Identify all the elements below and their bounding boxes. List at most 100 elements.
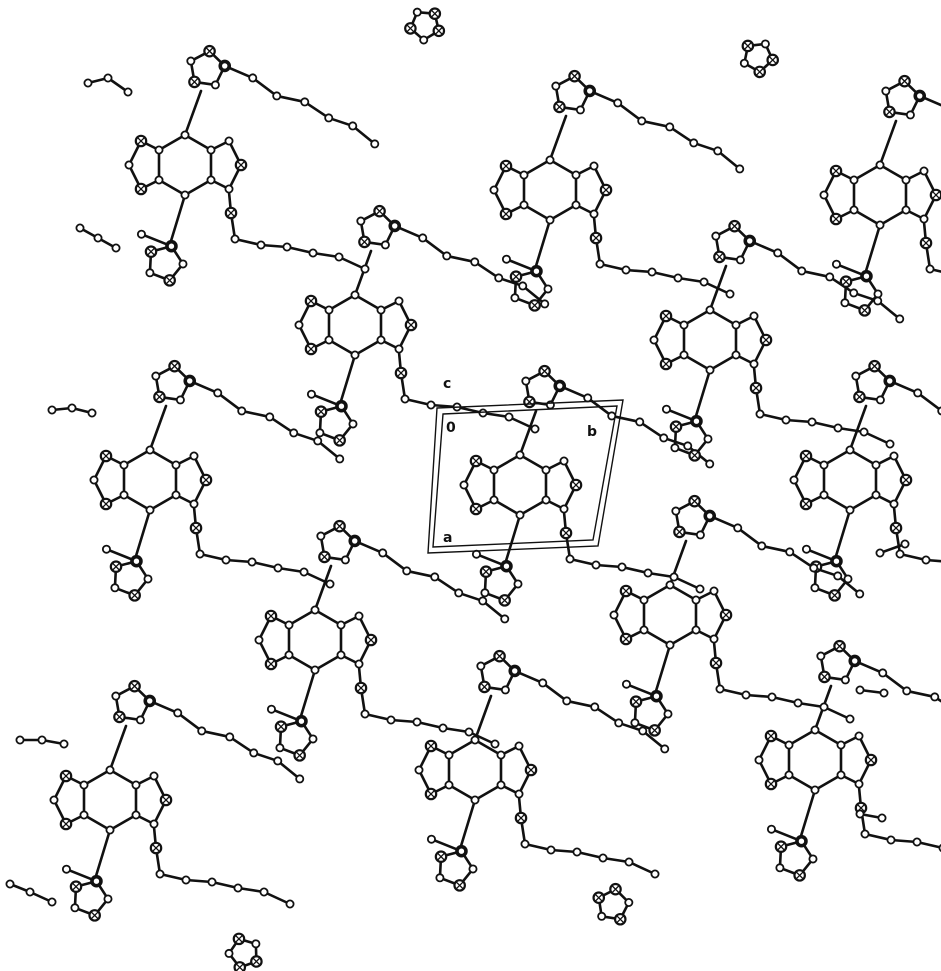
- carbon-atom: [515, 510, 525, 520]
- carbon-atom: [105, 765, 115, 775]
- carbon-atom: [595, 259, 605, 269]
- bond: [518, 453, 548, 472]
- axis-label-c: c: [443, 376, 451, 392]
- carbon-atom: [559, 504, 569, 514]
- carbon-atom: [75, 223, 85, 233]
- carbon-atom: [91, 876, 101, 886]
- carbon-atom: [886, 835, 896, 845]
- carbon-atom: [855, 809, 865, 819]
- carbon-atom: [711, 231, 721, 241]
- bond: [836, 574, 862, 596]
- carbon-atom: [426, 834, 436, 844]
- carbon-atom: [850, 656, 860, 666]
- nitrogen-atom: [568, 69, 581, 83]
- carbon-atom: [37, 735, 47, 745]
- nitrogen-atom: [304, 294, 318, 308]
- nitrogen-atom: [759, 333, 773, 347]
- carbon-atom: [266, 704, 276, 714]
- carbon-atom: [731, 320, 741, 330]
- carbon-atom: [808, 854, 818, 864]
- carbon-atom: [247, 557, 257, 567]
- carbon-atom: [760, 39, 770, 49]
- carbon-atom: [131, 556, 141, 566]
- bond: [593, 705, 621, 725]
- unit-cell-outline-outer: [427, 399, 624, 554]
- carbon-atom: [665, 640, 675, 650]
- carbon-atom: [400, 394, 410, 404]
- bond: [822, 448, 852, 467]
- carbon-atom: [819, 460, 829, 470]
- bond: [668, 125, 696, 145]
- nitrogen-atom: [59, 817, 73, 831]
- carbon-atom: [213, 388, 223, 398]
- carbon-atom: [749, 311, 759, 321]
- nitrogen-atom: [599, 183, 613, 197]
- carbon-atom: [901, 205, 911, 215]
- carbon-atom: [873, 296, 883, 306]
- carbon-atom: [713, 146, 723, 156]
- carbon-atom: [154, 175, 164, 185]
- carbon-atom: [149, 819, 159, 829]
- carbon-atom: [356, 216, 366, 226]
- carbon-atom: [614, 718, 624, 728]
- nitrogen-atom: [749, 381, 763, 395]
- carbon-atom: [394, 344, 404, 354]
- nitrogen-atom: [432, 24, 446, 38]
- carbon-atom: [809, 563, 819, 573]
- nitrogen-atom: [713, 250, 726, 264]
- bond: [565, 699, 597, 709]
- axis-label-a: a: [443, 530, 452, 546]
- carbon-atom: [155, 869, 165, 879]
- nitrogen-atom: [109, 560, 123, 573]
- carbon-atom: [489, 495, 499, 505]
- nitrogen-atom: [766, 53, 780, 67]
- carbon-atom: [233, 883, 243, 893]
- nitrogen-atom: [203, 44, 216, 58]
- carbon-atom: [703, 434, 713, 444]
- carbon-atom: [855, 589, 865, 599]
- carbon-atom: [334, 252, 344, 262]
- nitrogen-atom: [569, 478, 583, 492]
- carbon-atom: [530, 424, 540, 434]
- carbon-atom: [143, 574, 153, 584]
- carbon-atom: [889, 499, 899, 509]
- nitrogen-atom: [589, 231, 603, 245]
- carbon-atom: [131, 810, 141, 820]
- carbon-atom: [831, 556, 841, 566]
- carbon-atom: [89, 475, 99, 485]
- nitrogen-atom: [404, 318, 418, 332]
- carbon-atom: [598, 853, 608, 863]
- nitrogen-atom: [829, 212, 843, 226]
- carbon-atom: [871, 490, 881, 500]
- carbon-atom: [621, 679, 631, 689]
- carbon-atom: [767, 692, 777, 702]
- carbon-atom: [705, 511, 715, 521]
- nitrogen-atom: [659, 357, 673, 371]
- carbon-atom: [715, 684, 725, 694]
- bond: [708, 308, 738, 327]
- bond: [541, 681, 569, 703]
- nitrogen-atom: [839, 275, 853, 288]
- carbon-atom: [47, 405, 57, 415]
- carbon-atom: [336, 401, 346, 411]
- bond: [148, 493, 178, 512]
- nitrogen-atom: [524, 763, 538, 777]
- bond: [616, 101, 644, 123]
- carbon-atom: [733, 523, 743, 533]
- bond: [459, 798, 477, 848]
- carbon-atom: [731, 350, 741, 360]
- carbon-atom: [521, 376, 531, 386]
- bond: [351, 124, 377, 146]
- carbon-atom: [915, 91, 925, 101]
- carbon-atom: [207, 877, 217, 887]
- carbon-atom: [679, 350, 689, 360]
- nitrogen-atom: [478, 680, 491, 694]
- carbon-atom: [496, 780, 506, 790]
- nitrogen-atom: [719, 608, 733, 622]
- carbon-atom: [87, 408, 97, 418]
- carbon-atom: [597, 911, 607, 921]
- bond: [157, 133, 187, 152]
- carbon-atom: [79, 780, 89, 790]
- carbon-atom: [735, 255, 745, 265]
- nitrogen-atom: [424, 787, 438, 801]
